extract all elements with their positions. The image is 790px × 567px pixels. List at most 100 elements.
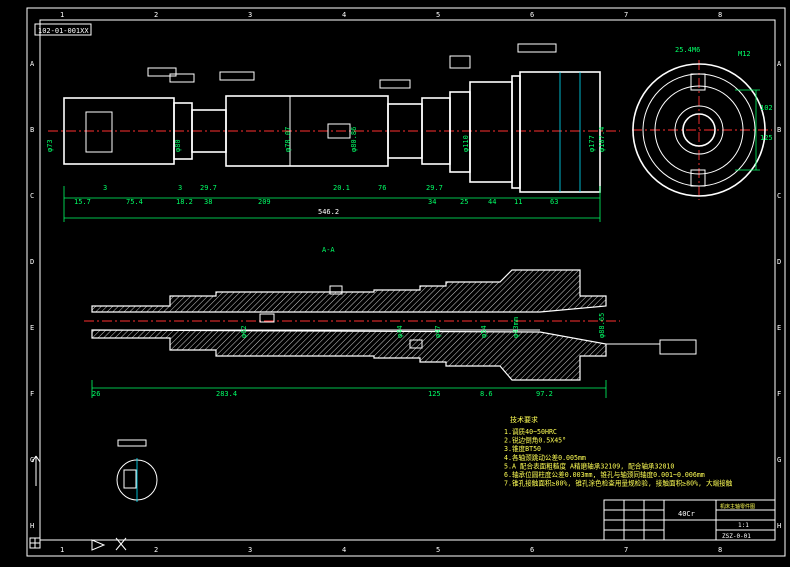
top-dimension: 18.2 (176, 198, 193, 206)
title-scale: 1:1 (738, 522, 749, 529)
end-dim-1: 102 (760, 104, 773, 112)
ucs-icon (29, 455, 127, 551)
section-dimensions: 26 283.4 125 8.6 97.2 (92, 390, 553, 398)
ruler-right-label: H (777, 522, 781, 530)
top-diameter: φ110 (462, 135, 470, 152)
ruler-right-label: A (777, 60, 782, 68)
ruler-bottom-label: 2 (154, 546, 158, 554)
ruler-top-label: 2 (154, 11, 158, 19)
note-line: 2.锐边倒角0.5X45° (504, 436, 566, 445)
ruler-left-label: A (30, 60, 35, 68)
top-dimension: 29.7 (426, 184, 443, 192)
ruler-bottom-label: 1 (60, 546, 64, 554)
top-diameter: φ78.07 (284, 127, 292, 152)
top-dimension: 34 (428, 198, 436, 206)
end-callout-2: M12 (738, 50, 751, 58)
top-diameter: φ80.86 (350, 127, 358, 152)
top-dimension: 20.1 (333, 184, 350, 192)
top-dimension: 3 (178, 184, 182, 192)
section-dimension: 97.2 (536, 390, 553, 398)
ruler-bottom-label: 8 (718, 546, 722, 554)
ruler-right-label: F (777, 390, 781, 398)
note-line: 5.A 配合表面粗糙度 A精磨轴承32109, 配合轴承32010 (504, 461, 674, 470)
top-dimension: 38 (204, 198, 212, 206)
ruler-bottom-label: 4 (342, 546, 346, 554)
end-callout-1: 25.4M6 (675, 46, 700, 54)
shaft-segment-7 (449, 91, 471, 173)
section-dimension: 283.4 (216, 390, 237, 398)
ruler-right-label: G (777, 456, 781, 464)
note-line: 4.各轴颈跳动公差0.005mm (504, 453, 586, 462)
section-dimension: 8.6 (480, 390, 493, 398)
top-dimension: 29.7 (200, 184, 217, 192)
ruler-right-label: B (777, 126, 781, 134)
top-dimension: 15.7 (74, 198, 91, 206)
top-dimension: 209 (258, 198, 271, 206)
ruler-left-label: F (30, 390, 34, 398)
note-line: 3.锥度BT50 (504, 444, 541, 453)
top-diameter: φ177 (588, 135, 596, 152)
detail-view (116, 439, 158, 502)
ruler-left-label: E (30, 324, 34, 332)
top-view-dimensions: 3 75.4 15.7 3 18.2 29.7 38 209 20.1 76 29.7 34 25 44 1… (74, 184, 558, 206)
section-diameter: φ62 (240, 325, 248, 338)
end-dim-2: 125 (760, 134, 773, 142)
title-drawing-no: ZSZ-0-01 (722, 533, 751, 540)
notes-title: 技术要求 (510, 415, 538, 424)
ruler-bottom-label: 6 (530, 546, 534, 554)
note-line: 6.轴承位圆柱度公差0.003mm, 锥孔与轴颈同轴度0.001~0.006mm (504, 470, 705, 479)
ruler-right-label: D (777, 258, 781, 266)
ruler-left-label: B (30, 126, 34, 134)
title-block: 40Cr 机床主轴零件图 ZSZ-0-01 1:1 (603, 499, 776, 541)
ruler-right-label: E (777, 324, 781, 332)
section-dimension: 125 (428, 390, 441, 398)
top-dimension: 75.4 (126, 198, 143, 206)
ruler-top-label: 1 (60, 11, 64, 19)
ruler-left-label: G (30, 456, 34, 464)
technical-notes: 技术要求 1.调质40~50HRC2.锐边倒角0.5X45°3.锥度BT504.… (504, 415, 733, 488)
top-dimension: 76 (378, 184, 386, 192)
top-diameter: φ73 (46, 139, 54, 152)
top-diameter: φ80 (174, 139, 182, 152)
ruler-left-label: D (30, 258, 34, 266)
ruler-left-label: H (30, 522, 34, 530)
top-dimension: 63 (550, 198, 558, 206)
top-dimension: 25 (460, 198, 468, 206)
section-dimension: 26 (92, 390, 100, 398)
ruler-left-label: C (30, 192, 34, 200)
note-line: 1.调质40~50HRC (504, 427, 557, 436)
section-diameter: φ43mm (512, 317, 520, 338)
section-label: A-A (322, 246, 335, 254)
drawing-number-text: 102-01-001XX (38, 27, 89, 35)
ruler-top-label: 5 (436, 11, 440, 19)
top-diameter: φ107.4 (598, 127, 606, 152)
ruler-bottom-label: 3 (248, 546, 252, 554)
top-dimension: 3 (103, 184, 107, 192)
ruler-bottom-label: 7 (624, 546, 628, 554)
title-part-name: 机床主轴零件图 (720, 503, 755, 510)
title-material: 40Cr (678, 510, 695, 518)
shaft-segment-8 (469, 81, 513, 183)
section-diameter: φ88.65 (598, 313, 606, 338)
section-diameter: φ54 (480, 325, 488, 338)
top-dimension: 44 (488, 198, 496, 206)
ruler-top-label: 8 (718, 11, 722, 19)
ruler-bottom-label: 5 (436, 546, 440, 554)
shaft-segment-9 (511, 75, 521, 189)
shaft-end-view: 25.4M6 M12 102 125 (632, 46, 773, 200)
top-dimension: 11 (514, 198, 522, 206)
section-diameter: φ44 (396, 325, 404, 338)
overall-length: 546.2 (318, 208, 339, 216)
ruler-top-label: 4 (342, 11, 346, 19)
ruler-top-label: 3 (248, 11, 252, 19)
ruler-top-label: 7 (624, 11, 628, 19)
ruler-top-label: 6 (530, 11, 534, 19)
shaft-top-view: 3 75.4 15.7 3 18.2 29.7 38 209 20.1 76 29.7 34 25 44 1… (46, 43, 620, 222)
